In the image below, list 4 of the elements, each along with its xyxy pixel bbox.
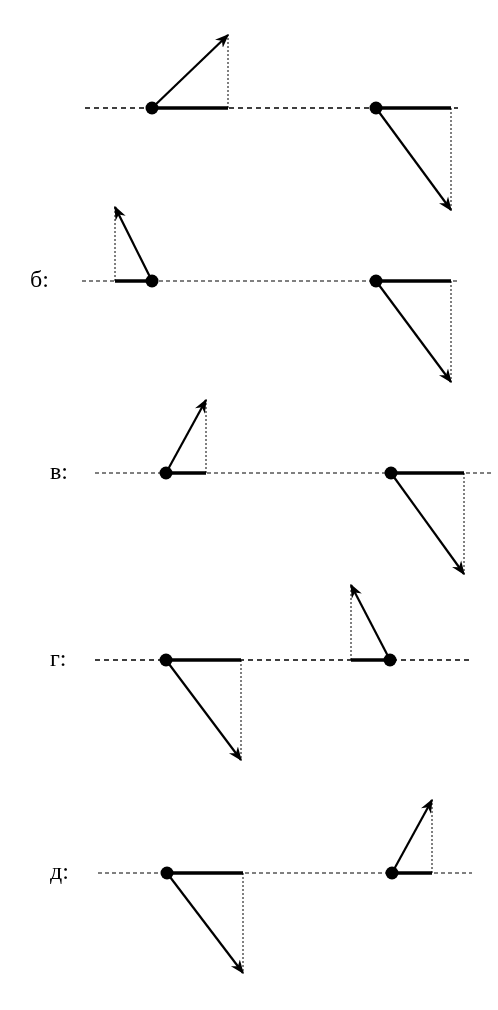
row-label: в: <box>50 457 68 485</box>
row-label: д: <box>50 857 69 885</box>
row-label: г: <box>50 644 67 672</box>
row-label: б: <box>30 265 49 293</box>
